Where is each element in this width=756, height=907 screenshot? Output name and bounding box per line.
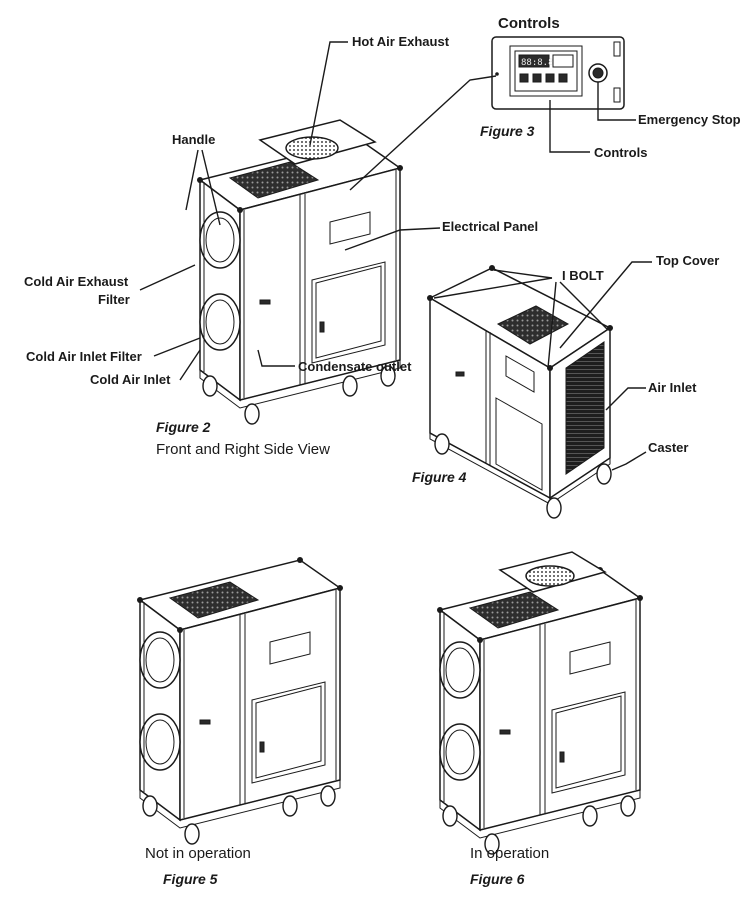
controls-heading: Controls <box>498 15 560 32</box>
figure-5-title: Figure 5 <box>163 871 218 887</box>
i-bolt-label: I BOLT <box>562 268 604 283</box>
hot-air-exhaust-label: Hot Air Exhaust <box>352 34 450 49</box>
figure-6-caption: In operation <box>470 845 549 862</box>
emergency-stop-label: Emergency Stop <box>638 112 741 127</box>
cold-air-inlet-filter-label: Cold Air Inlet Filter <box>26 349 142 364</box>
cold-air-exhaust-filter-label: Filter <box>98 292 130 307</box>
hot-air-exhaust-open <box>525 565 575 587</box>
electrical-panel-label: Electrical Panel <box>442 219 538 234</box>
cold-air-exhaust-label: Cold Air Exhaust <box>24 274 129 289</box>
controls-label: Controls <box>594 145 647 160</box>
figure-2-unit <box>196 119 404 425</box>
figure-6-title: Figure 6 <box>470 871 525 887</box>
control-button-2[interactable] <box>532 73 542 83</box>
figure-5-unit <box>136 556 344 845</box>
control-button-3[interactable] <box>545 73 555 83</box>
figure-3-title: Figure 3 <box>480 123 535 139</box>
control-button-1[interactable] <box>519 73 529 83</box>
cold-air-inlet-label: Cold Air Inlet <box>90 372 171 387</box>
condensate-outlet-label: Condensate outlet <box>298 359 412 374</box>
control-panel: 88:8.8 <box>491 36 625 110</box>
caster-label: Caster <box>648 440 688 455</box>
display-readout: 88:8.8 <box>521 58 554 68</box>
figure-2-title: Figure 2 <box>156 419 211 435</box>
figure-2-caption: Front and Right Side View <box>156 441 330 458</box>
figure-3-leaders <box>349 75 636 191</box>
figure-6-unit <box>436 551 644 855</box>
top-cover-label: Top Cover <box>656 253 719 268</box>
air-inlet-grille <box>565 341 605 475</box>
hot-air-exhaust-port <box>285 136 339 160</box>
air-inlet-label: Air Inlet <box>648 380 697 395</box>
figure-4-leaders <box>433 261 652 471</box>
handle-label: Handle <box>172 132 215 147</box>
control-button-4[interactable] <box>558 73 568 83</box>
figure-4-title: Figure 4 <box>412 469 467 485</box>
digital-display <box>518 54 550 68</box>
figure-5-caption: Not in operation <box>145 845 251 862</box>
figure-2-leaders <box>139 41 441 381</box>
